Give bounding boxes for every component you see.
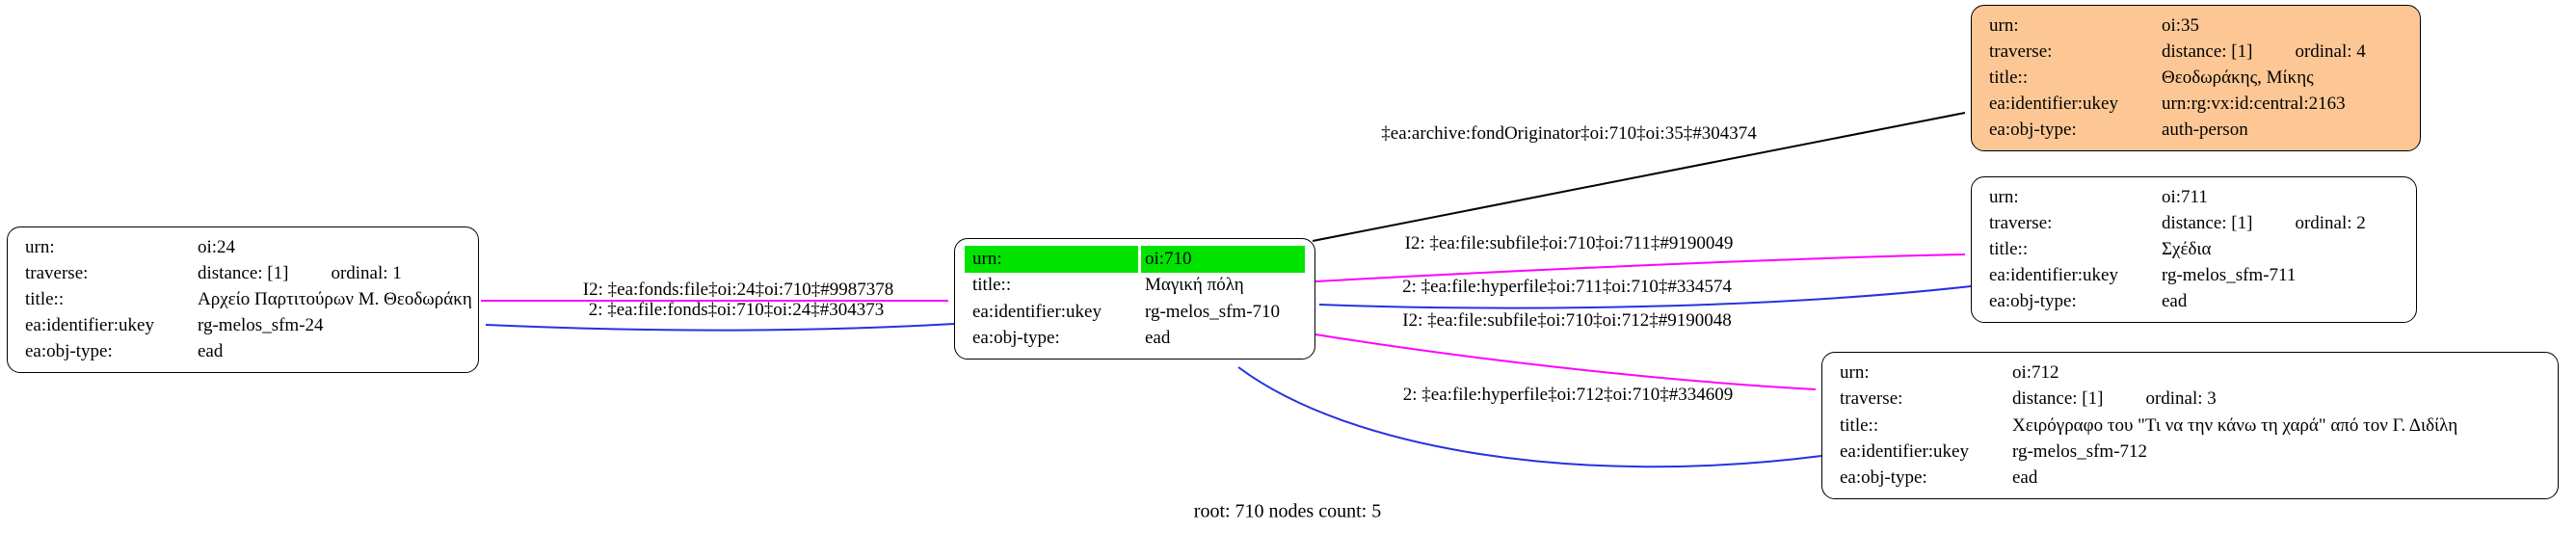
field-value: oi:24 xyxy=(198,236,236,257)
field-row: traverse: distance: [1]ordinal: 4 xyxy=(1981,39,2410,65)
field-row: ea:obj-type: auth-person xyxy=(1981,118,2410,144)
field-value: Θεοδωράκης, Μίκης xyxy=(2162,67,2314,88)
edge-label-subfile-711: I2: ‡ea:file:subfile‡oi:710‡oi:711‡#9190… xyxy=(1404,233,1734,253)
field-row: urn: oi:712 xyxy=(1832,360,2548,386)
field-value: oi:712 xyxy=(2012,361,2059,383)
field-row: ea:identifier:ukey rg-melos_sfm-711 xyxy=(1981,263,2406,289)
field-value: oi:711 xyxy=(2162,186,2208,207)
field-key: traverse: xyxy=(1989,40,2053,62)
field-value: rg-melos_sfm-24 xyxy=(198,315,324,336)
field-key: ea:obj-type: xyxy=(1989,120,2077,141)
field-row: ea:obj-type: ead xyxy=(965,326,1305,353)
edge-label-subfile-712: I2: ‡ea:file:subfile‡oi:710‡oi:712‡#9190… xyxy=(1402,310,1732,331)
field-value: rg-melos_sfm-711 xyxy=(2162,265,2297,286)
field-row: title:: Μαγική πόλη xyxy=(965,273,1305,300)
field-value: distance: [1]ordinal: 3 xyxy=(2012,388,2217,410)
field-row: traverse: distance: [1]ordinal: 2 xyxy=(1981,210,2406,236)
edge-fond-originator xyxy=(1312,112,1966,242)
field-key: ea:obj-type: xyxy=(972,328,1060,349)
edge-subfile-711 xyxy=(1315,253,1966,282)
field-value: Μαγική πόλη xyxy=(1145,275,1244,296)
node-oi710-root: urn: oi:710 title:: Μαγική πόλη ea:ident… xyxy=(954,238,1315,360)
edge-hyperfile-711 xyxy=(1318,285,1972,309)
field-key: ea:obj-type: xyxy=(1840,467,1927,489)
edge-subfile-712 xyxy=(1315,333,1817,390)
field-value: ead xyxy=(2012,467,2038,489)
field-key: urn: xyxy=(25,236,55,257)
field-row: ea:identifier:ukey urn:rg:vx:id:central:… xyxy=(1981,92,2410,118)
field-key: title:: xyxy=(972,275,1012,296)
field-value: oi:710 xyxy=(1141,246,1305,273)
field-value: distance: [1]ordinal: 4 xyxy=(2162,40,2366,62)
field-value: oi:35 xyxy=(2162,14,2200,36)
field-row: ea:obj-type: ead xyxy=(17,339,468,365)
field-value: rg-melos_sfm-710 xyxy=(1145,301,1281,322)
field-row: traverse: distance: [1]ordinal: 3 xyxy=(1832,386,2548,412)
field-key: ea:identifier:ukey xyxy=(1840,440,1969,462)
field-row: urn: oi:711 xyxy=(1981,184,2406,210)
edge-label-fonds-file: I2: ‡ea:fonds:file‡oi:24‡oi:710‡#9987378 xyxy=(582,280,894,300)
field-key: urn: xyxy=(965,246,1138,273)
field-value: Σχέδια xyxy=(2162,239,2212,259)
field-row: title:: Χειρόγραφο του "Τι να την κάνω τ… xyxy=(1832,413,2548,439)
field-row: title:: Θεοδωράκης, Μίκης xyxy=(1981,65,2410,91)
field-value: distance: [1]ordinal: 1 xyxy=(198,262,402,283)
field-value: auth-person xyxy=(2162,120,2248,141)
field-value: Χειρόγραφο του "Τι να την κάνω τη χαρά" … xyxy=(2012,414,2458,436)
field-key: urn: xyxy=(1989,14,2019,36)
field-row: urn: oi:710 xyxy=(965,246,1305,273)
field-value: ead xyxy=(198,341,224,362)
field-row: traverse: distance: [1]ordinal: 1 xyxy=(17,260,468,286)
node-oi711: urn: oi:711 traverse: distance: [1]ordin… xyxy=(1971,176,2417,323)
edge-file-fonds xyxy=(485,323,955,332)
field-value: ead xyxy=(1145,328,1171,349)
field-key: title:: xyxy=(1989,239,2029,259)
field-value: urn:rg:vx:id:central:2163 xyxy=(2162,93,2346,115)
edge-label-hyperfile-712: 2: ‡ea:file:hyperfile‡oi:712‡oi:710‡#334… xyxy=(1402,385,1734,405)
field-key: urn: xyxy=(1989,186,2019,207)
field-value: ead xyxy=(2162,291,2188,312)
node-oi712: urn: oi:712 traverse: distance: [1]ordin… xyxy=(1821,352,2559,499)
edge-label-fond-originator: ‡ea:archive:fondOriginator‡oi:710‡oi:35‡… xyxy=(1381,123,1757,144)
field-row: ea:obj-type: ead xyxy=(1832,466,2548,492)
graph-footer: root: 710 nodes count: 5 xyxy=(1193,500,1382,522)
field-row: ea:obj-type: ead xyxy=(1981,289,2406,315)
field-key: ea:identifier:ukey xyxy=(1989,265,2118,286)
field-key: traverse: xyxy=(1989,212,2053,233)
field-row: urn: oi:24 xyxy=(17,234,468,260)
field-key: ea:identifier:ukey xyxy=(1989,93,2118,115)
field-value: rg-melos_sfm-712 xyxy=(2012,440,2148,462)
edge-label-file-fonds: 2: ‡ea:file:fonds‡oi:710‡oi:24‡#304373 xyxy=(588,300,885,320)
edge-label-hyperfile-711: 2: ‡ea:file:hyperfile‡oi:711‡oi:710‡#334… xyxy=(1402,277,1732,297)
field-row: urn: oi:35 xyxy=(1981,13,2410,39)
field-key: urn: xyxy=(1840,361,1870,383)
field-key: ea:identifier:ukey xyxy=(25,315,154,336)
field-row: ea:identifier:ukey rg-melos_sfm-712 xyxy=(1832,439,2548,465)
field-row: title:: Σχέδια xyxy=(1981,236,2406,262)
edge-hyperfile-712 xyxy=(1237,366,1822,468)
field-key: title:: xyxy=(25,289,65,309)
field-value: Αρχείο Παρτιτούρων Μ. Θεοδωράκη xyxy=(198,289,472,309)
field-key: title:: xyxy=(1840,414,1879,436)
node-oi35-auth-person: urn: oi:35 traverse: distance: [1]ordina… xyxy=(1971,5,2421,151)
field-key: ea:obj-type: xyxy=(1989,291,2077,312)
field-row: ea:identifier:ukey rg-melos_sfm-24 xyxy=(17,313,468,339)
field-key: ea:obj-type: xyxy=(25,341,113,362)
field-value: distance: [1]ordinal: 2 xyxy=(2162,212,2366,233)
field-key: title:: xyxy=(1989,67,2029,88)
field-row: ea:identifier:ukey rg-melos_sfm-710 xyxy=(965,299,1305,326)
node-oi24: urn: oi:24 traverse: distance: [1]ordina… xyxy=(7,227,479,373)
field-key: traverse: xyxy=(25,262,89,283)
field-key: traverse: xyxy=(1840,388,1903,410)
field-row: title:: Αρχείο Παρτιτούρων Μ. Θεοδωράκη xyxy=(17,286,472,312)
field-key: ea:identifier:ukey xyxy=(972,301,1102,322)
